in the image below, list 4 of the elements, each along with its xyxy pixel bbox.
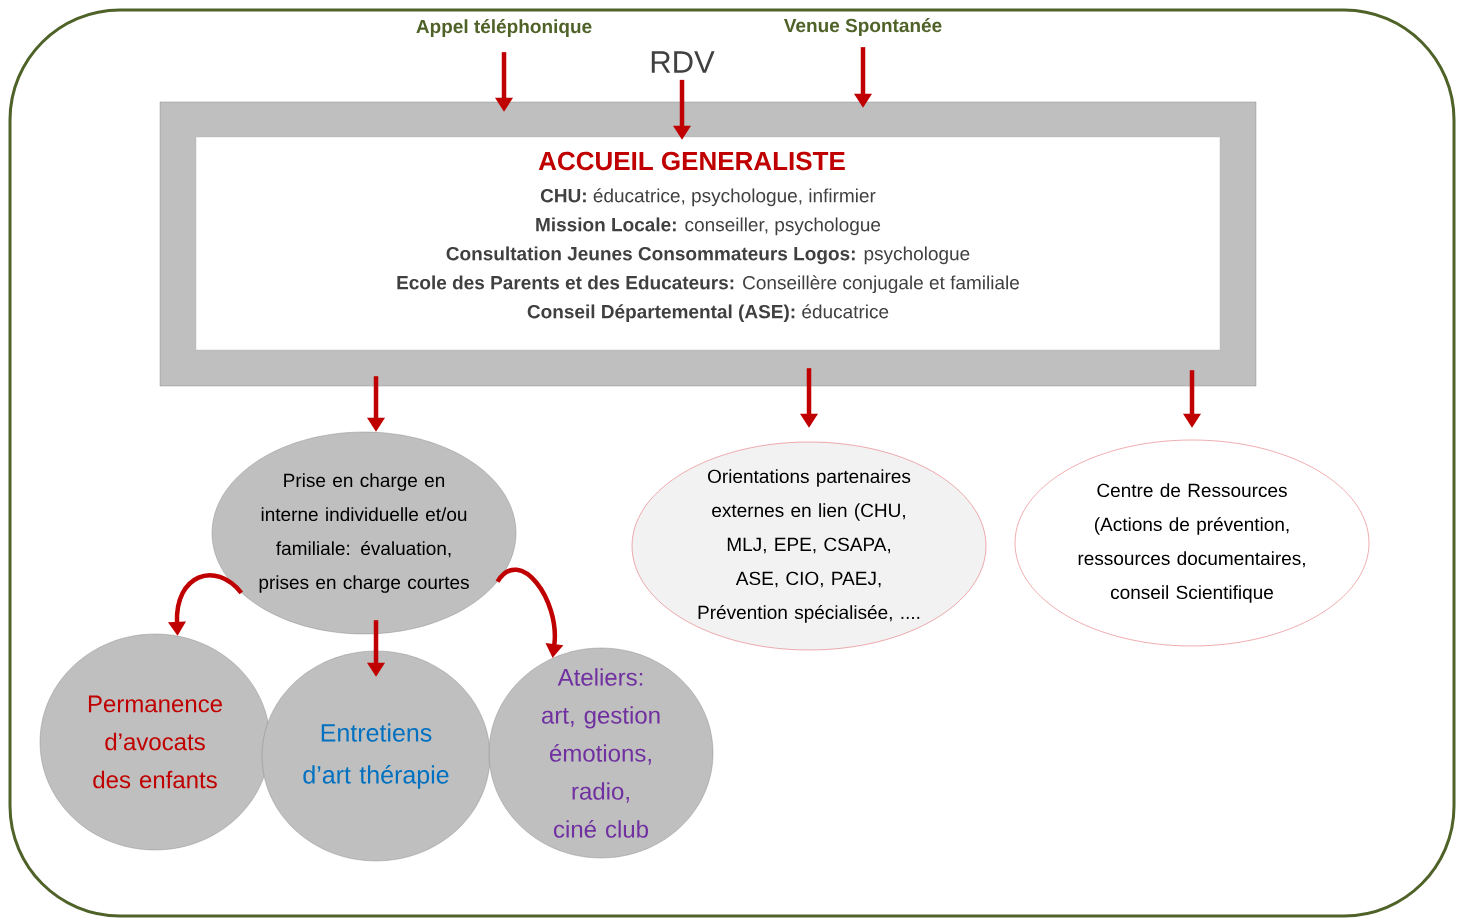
entry-label: Venue Spontanée: [783, 18, 942, 36]
reception-box: ACCUEIL GENERALISTE CHU: éducatrice, psychologue, infirmier Mission Locale: conseiller, psychologue Consultation Jeunes Consommateurs Logos: psychologue Ecole des Parents et des Educateurs: Conseillère conjugale et familiale Conseil Départemental (ASE): éducatrice: [159, 101, 1257, 387]
entry-label: RDV: [651, 51, 715, 73]
entry-label: Appel téléphonique: [416, 19, 592, 37]
